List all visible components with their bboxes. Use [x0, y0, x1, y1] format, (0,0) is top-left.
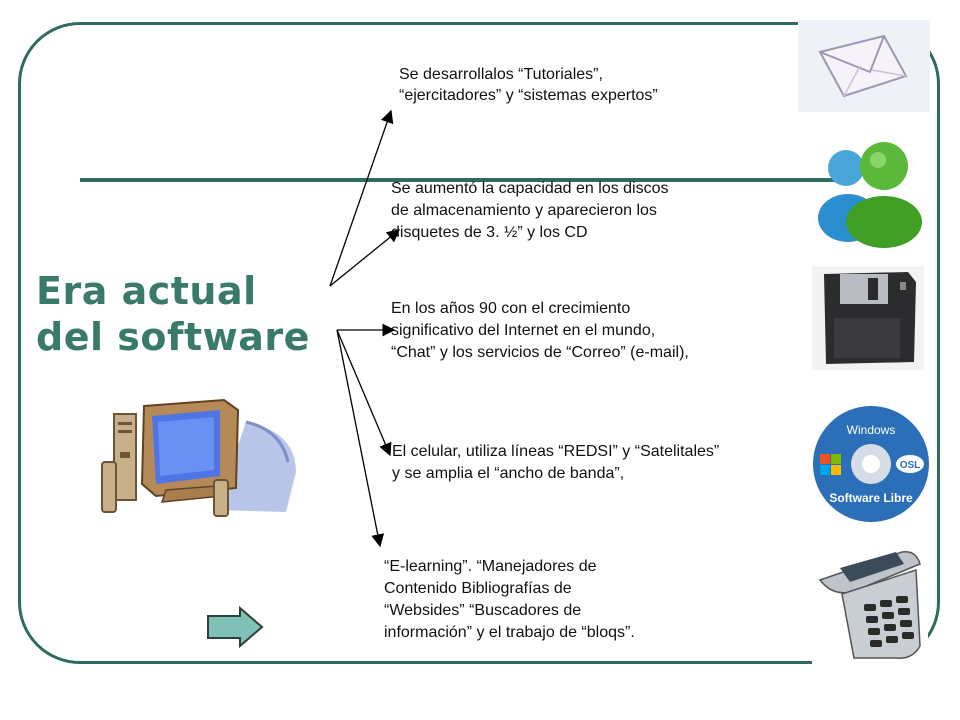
note-line: “E-learning”. “Manejadores de — [384, 558, 597, 575]
arrow-right-icon — [207, 606, 264, 648]
note-line: En los años 90 con el crecimiento — [391, 300, 631, 317]
note-storage: Se aumentó la capacidad en los discos de… — [391, 178, 669, 244]
arrow-to-note-4 — [336, 329, 392, 457]
note-line: y se amplia el “ancho de banda”, — [392, 465, 625, 482]
note-line: Se aumentó la capacidad en los discos — [391, 180, 669, 197]
note-line: “Websides” “Buscadores de — [384, 602, 582, 619]
note-line: de almacenamiento y aparecieron los — [391, 202, 657, 219]
slide-title: Era actual del software — [36, 268, 310, 360]
note-internet: En los años 90 con el crecimiento signif… — [391, 298, 689, 364]
note-elearning: “E-learning”. “Manejadores de Contenido … — [384, 556, 635, 644]
note-line: El celular, utiliza líneas “REDSI” y “Sa… — [392, 443, 720, 460]
next-slide-button[interactable] — [206, 606, 264, 648]
note-line: Se desarrollalos “Tutoriales”, — [399, 66, 603, 83]
arrow-to-note-1 — [329, 109, 394, 287]
cd-label-top: Windows — [847, 423, 896, 437]
cd-label-bottom: Software Libre — [829, 491, 913, 505]
floppy-disk-icon — [812, 266, 924, 370]
header-divider — [80, 178, 840, 182]
arrow-to-note-2 — [329, 229, 401, 287]
slide-frame — [18, 22, 940, 664]
software-cd-icon: OSL Windows Software Libre — [813, 406, 929, 522]
note-line: “ejercitadores” y “sistemas expertos” — [399, 87, 658, 104]
email-envelope-icon — [798, 20, 930, 112]
note-line: información” y el trabajo de “bloqs”. — [384, 624, 635, 641]
note-line: Contenido Bibliografías de — [384, 580, 572, 597]
note-tutorials: Se desarrollalos “Tutoriales”, “ejercita… — [399, 64, 658, 106]
title-line-2: del software — [36, 315, 310, 359]
note-cellular: El celular, utiliza líneas “REDSI” y “Sa… — [392, 441, 719, 485]
note-line: “Chat” y los servicios de “Correo” (e-ma… — [391, 344, 689, 361]
cd-badge-text: OSL — [900, 460, 921, 471]
computer-icon — [101, 398, 296, 517]
messenger-users-icon — [818, 142, 922, 248]
title-line-1: Era actual — [36, 269, 257, 313]
mobile-phone-icon — [812, 546, 928, 664]
arrow-to-note-5 — [336, 329, 385, 548]
note-line: significativo del Internet en el mundo, — [391, 322, 656, 339]
note-line: disquetes de 3. ½” y los CD — [391, 224, 588, 241]
